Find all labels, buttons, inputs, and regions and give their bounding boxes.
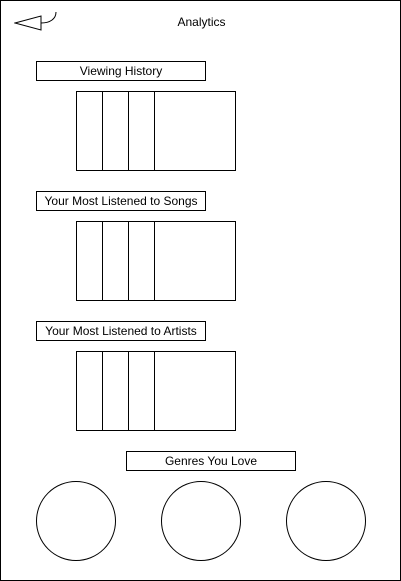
artist-item-1[interactable] [77,352,103,430]
song-item-3[interactable] [129,222,155,300]
genres-label: Genres You Love [126,451,296,471]
back-arrow-icon [14,11,57,31]
genre-bubble-3[interactable] [286,481,366,561]
most-listened-artists-grid [76,351,236,431]
most-listened-songs-label: Your Most Listened to Songs [36,191,206,211]
back-button[interactable] [14,10,60,34]
song-item-2[interactable] [103,222,129,300]
artist-item-4[interactable] [155,352,235,430]
most-listened-songs-grid [76,221,236,301]
song-item-4[interactable] [155,222,235,300]
artist-item-2[interactable] [103,352,129,430]
artist-item-3[interactable] [129,352,155,430]
viewing-history-item-3[interactable] [129,92,155,170]
viewing-history-label: Viewing History [36,61,206,81]
genre-bubble-2[interactable] [161,481,241,561]
page-title: Analytics [177,15,226,29]
genre-bubble-1[interactable] [36,481,116,561]
viewing-history-item-2[interactable] [103,92,129,170]
viewing-history-grid [76,91,236,171]
song-item-1[interactable] [77,222,103,300]
most-listened-artists-label: Your Most Listened to Artists [36,321,206,341]
viewing-history-item-4[interactable] [155,92,235,170]
viewing-history-item-1[interactable] [77,92,103,170]
